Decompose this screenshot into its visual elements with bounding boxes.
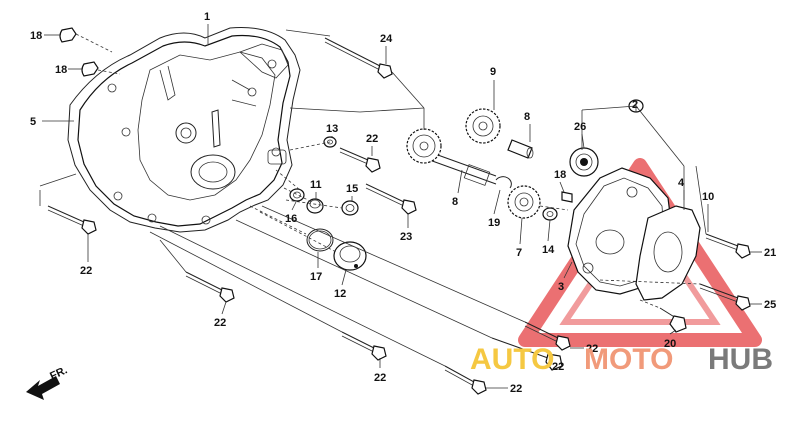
bolt-23 bbox=[365, 183, 417, 215]
bolt-25 bbox=[699, 283, 751, 311]
o-ring-17 bbox=[306, 228, 334, 252]
watermark-moto: MOTO bbox=[584, 343, 673, 376]
bolt-right-22-upper bbox=[524, 321, 571, 351]
front-direction-label: FR. bbox=[48, 364, 69, 382]
callout-5: 5 bbox=[30, 116, 36, 128]
callout-17: 17 bbox=[310, 271, 322, 283]
callout-8-upper: 8 bbox=[524, 111, 530, 123]
assembly-lines bbox=[39, 29, 707, 367]
callout-16: 16 bbox=[285, 213, 297, 225]
callout-labels: 1 2 3 4 5 7 8 8 9 10 11 12 13 14 15 16 1… bbox=[30, 11, 776, 395]
pump-rotor-4 bbox=[635, 205, 701, 301]
callout-26: 26 bbox=[574, 121, 586, 133]
callout-leaders bbox=[42, 24, 762, 389]
callout-13: 13 bbox=[326, 123, 338, 135]
dowel-pin-lower bbox=[81, 61, 99, 77]
bolt-right-22-low bbox=[444, 365, 487, 395]
callout-10: 10 bbox=[702, 191, 714, 203]
callout-11: 11 bbox=[310, 179, 322, 191]
dowel-pin-18-right bbox=[561, 191, 573, 203]
callout-9: 9 bbox=[490, 66, 496, 78]
callout-22-right-low: 22 bbox=[510, 383, 522, 395]
watermark-hub: HUB bbox=[708, 343, 773, 376]
callout-23: 23 bbox=[400, 231, 412, 243]
circlip-19 bbox=[495, 176, 512, 189]
callout-4: 4 bbox=[678, 177, 685, 189]
callout-22-right-mid: 22 bbox=[552, 361, 564, 373]
callout-7: 7 bbox=[516, 247, 522, 259]
bolt-low-22 bbox=[341, 331, 387, 361]
callout-22-right-upper: 22 bbox=[586, 343, 598, 355]
callout-18-upper: 18 bbox=[30, 30, 42, 42]
gear-9 bbox=[465, 108, 501, 144]
callout-24: 24 bbox=[380, 33, 393, 45]
bolt-24 bbox=[324, 37, 393, 79]
bolt-21 bbox=[705, 233, 751, 259]
o-ring-16 bbox=[289, 188, 305, 202]
plug-11 bbox=[306, 198, 324, 214]
bolt-right-22-mid bbox=[491, 337, 563, 371]
callout-1: 1 bbox=[204, 11, 210, 23]
bolt-20 bbox=[659, 307, 687, 333]
washer-14 bbox=[542, 207, 558, 221]
callout-22-left: 22 bbox=[80, 265, 92, 277]
callout-22-low: 22 bbox=[374, 372, 386, 384]
callout-22-upper: 22 bbox=[366, 133, 378, 145]
gear-7 bbox=[507, 185, 541, 219]
bolt-mid-22 bbox=[185, 271, 235, 303]
callout-19: 19 bbox=[488, 217, 500, 229]
callout-25: 25 bbox=[764, 299, 776, 311]
callout-8-lower: 8 bbox=[452, 196, 458, 208]
bolt-left-22 bbox=[47, 205, 97, 235]
seal-15 bbox=[341, 200, 359, 216]
gear-large-left bbox=[406, 128, 442, 164]
callout-21: 21 bbox=[764, 247, 776, 259]
callout-2: 2 bbox=[632, 99, 638, 111]
crankcase-cover bbox=[67, 27, 301, 233]
callout-12: 12 bbox=[334, 288, 346, 300]
callout-15: 15 bbox=[346, 183, 358, 195]
cap-12 bbox=[333, 241, 367, 271]
callout-3: 3 bbox=[558, 281, 564, 293]
callout-14: 14 bbox=[542, 244, 555, 256]
callout-18-right: 18 bbox=[554, 169, 566, 181]
watermark-logo: AUTO MOTO HUB bbox=[470, 343, 773, 376]
front-direction-arrow: FR. bbox=[26, 364, 69, 400]
bolt-13-22 bbox=[339, 147, 381, 173]
dowel-pin-upper bbox=[59, 27, 77, 43]
watermark-auto: AUTO bbox=[470, 343, 554, 376]
callout-18-lower: 18 bbox=[55, 64, 67, 76]
callout-22-mid: 22 bbox=[214, 317, 226, 329]
callout-20: 20 bbox=[664, 338, 676, 350]
pin-8 bbox=[507, 139, 534, 159]
bearing-26 bbox=[569, 147, 599, 177]
